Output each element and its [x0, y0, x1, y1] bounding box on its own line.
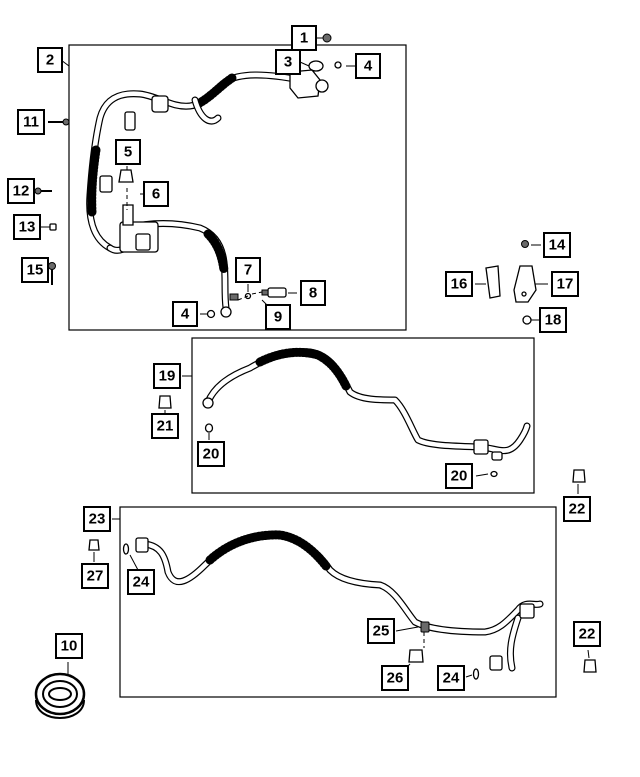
- part-17-bracket[interactable]: [513, 265, 537, 303]
- svg-text:21: 21: [157, 418, 174, 435]
- svg-text:3: 3: [284, 54, 292, 71]
- callout-24-left[interactable]: 24: [127, 569, 155, 595]
- part-4-o-ring-top[interactable]: [334, 61, 342, 69]
- callout-7[interactable]: 7: [235, 257, 261, 283]
- svg-text:1: 1: [300, 30, 308, 47]
- svg-text:23: 23: [89, 511, 106, 528]
- callout-4-bottom[interactable]: 4: [172, 301, 198, 327]
- part-22-nut-top[interactable]: [572, 469, 586, 483]
- svg-text:10: 10: [61, 638, 78, 655]
- part-8-valve[interactable]: [261, 287, 287, 298]
- callout-12[interactable]: 12: [7, 178, 35, 204]
- hose-assembly-2[interactable]: [86, 69, 329, 318]
- svg-text:13: 13: [19, 219, 36, 236]
- svg-text:11: 11: [23, 114, 39, 131]
- part-12-bolt[interactable]: [34, 187, 52, 195]
- callout-13[interactable]: 13: [13, 214, 41, 240]
- callout-23[interactable]: 23: [83, 506, 111, 532]
- frame-group-19: [191, 337, 535, 494]
- callout-22-top[interactable]: 22: [563, 496, 591, 522]
- callout-27[interactable]: 27: [81, 563, 109, 589]
- part-18-washer[interactable]: [522, 315, 532, 325]
- callout-18[interactable]: 18: [539, 307, 567, 333]
- part-26-nut[interactable]: [408, 649, 424, 663]
- part-13-clip[interactable]: [49, 223, 57, 231]
- svg-text:22: 22: [569, 501, 586, 518]
- svg-text:20: 20: [451, 468, 468, 485]
- svg-text:26: 26: [387, 670, 404, 687]
- svg-text:8: 8: [309, 285, 317, 302]
- part-14-nut[interactable]: [521, 240, 529, 248]
- frame-group-2: [68, 44, 407, 331]
- part-10-grommet[interactable]: [34, 672, 86, 720]
- svg-text:25: 25: [373, 623, 390, 640]
- callout-20-left[interactable]: 20: [197, 441, 225, 467]
- callout-20-right[interactable]: 20: [445, 463, 473, 489]
- callout-5[interactable]: 5: [115, 139, 141, 165]
- part-27-nut[interactable]: [88, 539, 100, 551]
- callout-24-right[interactable]: 24: [437, 665, 465, 691]
- callout-8[interactable]: 8: [300, 280, 326, 306]
- callout-1[interactable]: 1: [291, 25, 317, 51]
- callout-9[interactable]: 9: [265, 304, 291, 330]
- svg-text:17: 17: [557, 276, 574, 293]
- callout-11[interactable]: 11: [17, 109, 45, 135]
- svg-text:12: 12: [13, 183, 30, 200]
- svg-text:24: 24: [133, 574, 150, 591]
- callout-16[interactable]: 16: [445, 271, 473, 297]
- callout-21[interactable]: 21: [151, 413, 179, 439]
- part-21-nut[interactable]: [158, 395, 172, 409]
- callout-14[interactable]: 14: [543, 232, 571, 258]
- hose-19[interactable]: [202, 347, 531, 461]
- svg-text:27: 27: [87, 568, 104, 585]
- svg-text:4: 4: [364, 58, 373, 75]
- svg-text:19: 19: [159, 368, 176, 385]
- svg-text:20: 20: [203, 446, 220, 463]
- callout-10[interactable]: 10: [55, 633, 83, 659]
- part-24-o-ring-right[interactable]: [472, 668, 480, 680]
- svg-text:6: 6: [152, 186, 160, 203]
- svg-text:18: 18: [545, 312, 562, 329]
- svg-text:4: 4: [181, 306, 190, 323]
- part-11-bolt[interactable]: [48, 118, 70, 126]
- svg-text:5: 5: [124, 144, 132, 161]
- callout-19[interactable]: 19: [153, 363, 181, 389]
- svg-text:22: 22: [579, 626, 596, 643]
- part-25-fitting[interactable]: [420, 621, 430, 633]
- part-24-o-ring-left[interactable]: [122, 543, 130, 555]
- part-22-nut-bottom[interactable]: [583, 659, 597, 673]
- callout-17[interactable]: 17: [551, 271, 579, 297]
- part-20-o-ring-right[interactable]: [490, 470, 498, 478]
- svg-text:16: 16: [451, 276, 468, 293]
- part-20-o-ring-left[interactable]: [204, 423, 214, 433]
- callout-4-top[interactable]: 4: [355, 53, 381, 79]
- svg-text:2: 2: [46, 52, 54, 69]
- svg-text:14: 14: [549, 237, 566, 254]
- callout-15[interactable]: 15: [21, 257, 49, 283]
- svg-text:24: 24: [443, 670, 460, 687]
- svg-text:15: 15: [27, 262, 44, 279]
- part-5-nut[interactable]: [118, 169, 134, 183]
- callout-3[interactable]: 3: [275, 49, 301, 75]
- callout-2[interactable]: 2: [37, 47, 63, 73]
- svg-text:9: 9: [274, 309, 282, 326]
- callout-26[interactable]: 26: [381, 665, 409, 691]
- callout-22-bottom[interactable]: 22: [573, 621, 601, 647]
- part-15-stud[interactable]: [48, 262, 56, 286]
- frame-group-23: [119, 506, 557, 698]
- part-3-o-ring[interactable]: [308, 60, 324, 72]
- part-4-o-ring-bottom[interactable]: [206, 309, 216, 319]
- hose-23[interactable]: [135, 530, 544, 672]
- svg-text:7: 7: [244, 262, 252, 279]
- part-1-nut[interactable]: [322, 33, 332, 43]
- callout-25[interactable]: 25: [367, 618, 395, 644]
- callout-6[interactable]: 6: [143, 181, 169, 207]
- part-16-clamp[interactable]: [485, 265, 501, 299]
